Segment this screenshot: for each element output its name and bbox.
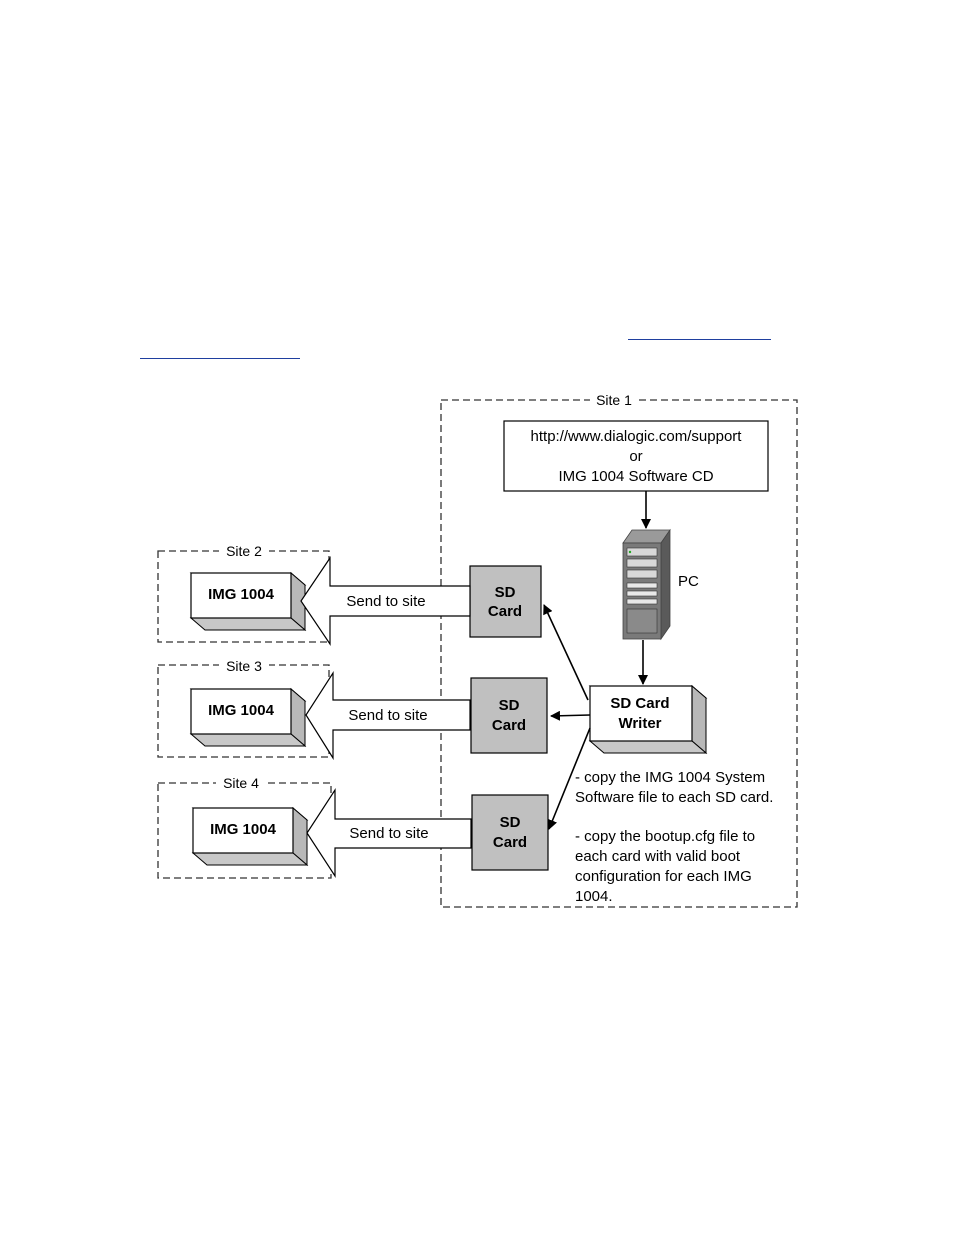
note-2-line-3: configuration for each IMG: [575, 868, 752, 885]
arrow-writer-to-card-3: [547, 727, 591, 830]
note-2-line-1: - copy the bootup.cfg file to: [575, 828, 755, 845]
site3-device-label: IMG 1004: [208, 702, 275, 719]
sd-card-2-line1: SD: [499, 697, 520, 714]
site4-label: Site 4: [223, 775, 259, 791]
source-or-text: or: [629, 448, 642, 465]
site3-label: Site 3: [226, 658, 262, 674]
note-2-line-4: 1004.: [575, 888, 613, 905]
site4-send-arrow: Send to site: [306, 787, 472, 879]
source-url-text: http://www.dialogic.com/support: [531, 428, 743, 445]
arrow-writer-to-card-1: [543, 604, 589, 701]
site4-send-label: Send to site: [349, 825, 428, 842]
sd-card-1-line2: Card: [488, 603, 522, 620]
site2-device-label: IMG 1004: [208, 586, 275, 603]
source-cd-text: IMG 1004 Software CD: [558, 468, 713, 485]
site4-device-label: IMG 1004: [210, 821, 277, 838]
sd-card-1: SD Card: [469, 565, 542, 638]
sd-card-3-line1: SD: [500, 814, 521, 831]
hyperlink-underline-1[interactable]: [628, 339, 771, 340]
note-1-line-1: - copy the IMG 1004 System: [575, 769, 765, 786]
hyperlink-underline-2[interactable]: [140, 358, 300, 359]
site2-send-label: Send to site: [346, 593, 425, 610]
arrow-writer-to-card-2: [550, 710, 591, 721]
site2-label: Site 2: [226, 543, 262, 559]
site1-container: Site 1: [440, 392, 798, 908]
site2-container: Site 2: [157, 543, 330, 643]
note-1-line-2: Software file to each SD card.: [575, 789, 773, 806]
site3-container: Site 3: [157, 657, 330, 758]
site1-label: Site 1: [596, 392, 632, 408]
sd-card-2: SD Card: [470, 677, 548, 754]
pc-label: PC: [678, 573, 699, 590]
pc-server-icon: [622, 528, 671, 641]
software-source-box: http://www.dialogic.com/support or IMG 1…: [503, 420, 769, 492]
site2-img1004-device: IMG 1004: [189, 571, 307, 632]
sd-card-3: SD Card: [471, 794, 549, 871]
site4-img1004-device: IMG 1004: [191, 806, 309, 867]
sd-card-2-line2: Card: [492, 717, 526, 734]
site2-send-arrow: Send to site: [300, 556, 471, 646]
site3-send-label: Send to site: [348, 707, 427, 724]
note-2-line-2: each card with valid boot: [575, 848, 741, 865]
site3-send-arrow: Send to site: [305, 670, 471, 761]
sd-card-3-line2: Card: [493, 834, 527, 851]
site3-img1004-device: IMG 1004: [189, 687, 307, 748]
sd-card-1-line1: SD: [495, 584, 516, 601]
writer-label-line1: SD Card: [610, 695, 669, 712]
sd-card-writer: SD Card Writer: [588, 684, 708, 755]
writer-label-line2: Writer: [618, 715, 661, 732]
instruction-notes: - copy the IMG 1004 System Software file…: [575, 769, 773, 905]
